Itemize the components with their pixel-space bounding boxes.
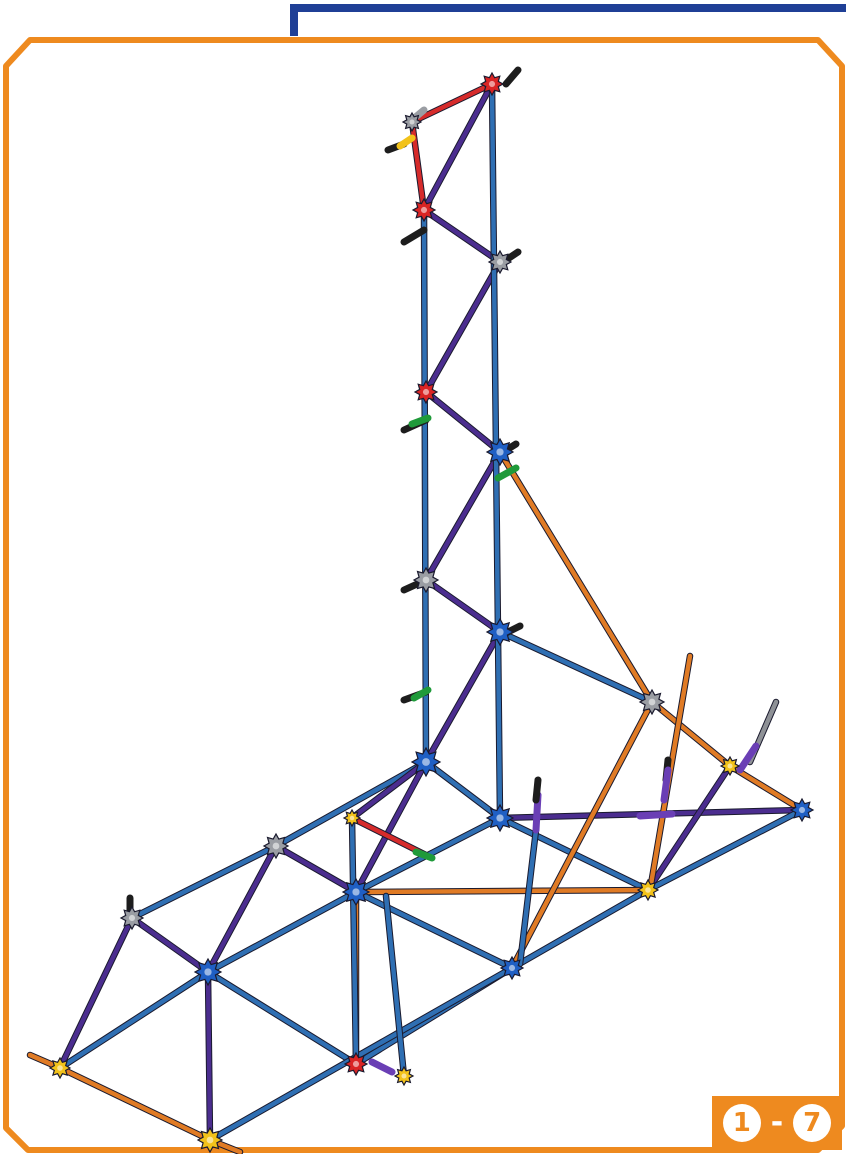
gray-connector <box>262 832 290 860</box>
step-separator: - <box>770 1105 784 1140</box>
purple-rod <box>423 629 503 765</box>
orange-rod <box>353 887 651 895</box>
blue-rod <box>421 207 429 765</box>
blue-rod <box>57 969 211 1071</box>
connectors <box>48 71 815 1154</box>
purple-clip <box>736 742 760 774</box>
green-clip <box>408 414 432 428</box>
red-connector <box>479 71 505 97</box>
blue-connector <box>485 437 515 467</box>
blue-connector <box>193 957 223 987</box>
step-number-badge: 1 - 7 <box>712 1096 842 1150</box>
yellow-connector <box>393 1065 415 1087</box>
clips <box>126 66 760 1076</box>
blue-connector <box>410 746 442 778</box>
top-bar <box>290 4 846 36</box>
blue-connector <box>499 955 525 981</box>
purple-clip <box>368 1058 396 1076</box>
knex-tower-model-icon <box>26 66 815 1154</box>
black-clip <box>532 776 542 804</box>
orange-rod <box>649 699 733 769</box>
rods <box>26 80 806 1154</box>
blue-rod <box>273 759 429 849</box>
red-connector <box>343 1051 369 1077</box>
purple-rod <box>421 207 503 265</box>
gray-connector <box>638 688 666 716</box>
purple-rod <box>353 759 429 895</box>
step-major-number: 1 <box>722 1104 761 1142</box>
blue-rod <box>645 807 805 893</box>
blue-connector <box>789 797 815 823</box>
blue-rod <box>205 889 359 975</box>
purple-rod <box>423 449 503 583</box>
purple-rod <box>205 843 279 975</box>
purple-rod <box>205 969 213 1143</box>
yellow-connector <box>196 1126 224 1154</box>
yellow-clip <box>396 134 416 150</box>
black-clip <box>400 226 428 246</box>
purple-rod <box>645 763 733 893</box>
yellow-connector <box>636 878 660 902</box>
yellow-connector <box>342 808 362 828</box>
orange-rod <box>509 699 655 971</box>
green-clip <box>410 686 432 702</box>
gray-connector <box>119 905 145 931</box>
blue-connector <box>485 617 515 647</box>
blue-connector <box>341 877 371 907</box>
blue-rod <box>383 893 407 1079</box>
purple-rod <box>423 389 503 455</box>
purple-clip <box>660 766 672 804</box>
orange-rod <box>497 449 655 705</box>
purple-rod <box>421 81 495 213</box>
purple-rod <box>349 759 429 821</box>
green-clip <box>412 848 436 862</box>
orange-rod <box>727 763 805 813</box>
blue-rod <box>423 759 503 821</box>
purple-clip <box>636 810 676 820</box>
blue-rod <box>129 843 279 921</box>
blue-rod <box>517 827 539 967</box>
purple-rod <box>273 843 359 895</box>
red-rod <box>349 815 429 858</box>
blue-rod <box>509 887 651 971</box>
yellow-connector <box>48 1056 72 1080</box>
red-connector <box>411 197 437 223</box>
step-minor-number: 7 <box>793 1104 832 1142</box>
blue-rod <box>349 815 359 1067</box>
green-clip <box>494 464 520 482</box>
blue-rod <box>353 889 515 971</box>
red-rod <box>409 81 495 125</box>
blue-connector <box>485 803 515 833</box>
yellow-connector <box>719 755 741 777</box>
gray-connector <box>412 566 440 594</box>
blue-rod <box>205 969 359 1067</box>
red-connector <box>413 379 439 405</box>
purple-rod <box>57 915 135 1071</box>
gray-connector <box>487 249 513 275</box>
purple-rod <box>423 259 503 395</box>
instruction-frame <box>3 37 845 1153</box>
blue-rod <box>497 629 655 705</box>
orange-rod <box>57 1065 213 1143</box>
purple-rod <box>129 915 211 975</box>
blue-rod <box>207 965 515 1143</box>
purple-rod <box>423 577 503 635</box>
gray-connector <box>401 111 423 133</box>
black-clip <box>502 66 522 88</box>
